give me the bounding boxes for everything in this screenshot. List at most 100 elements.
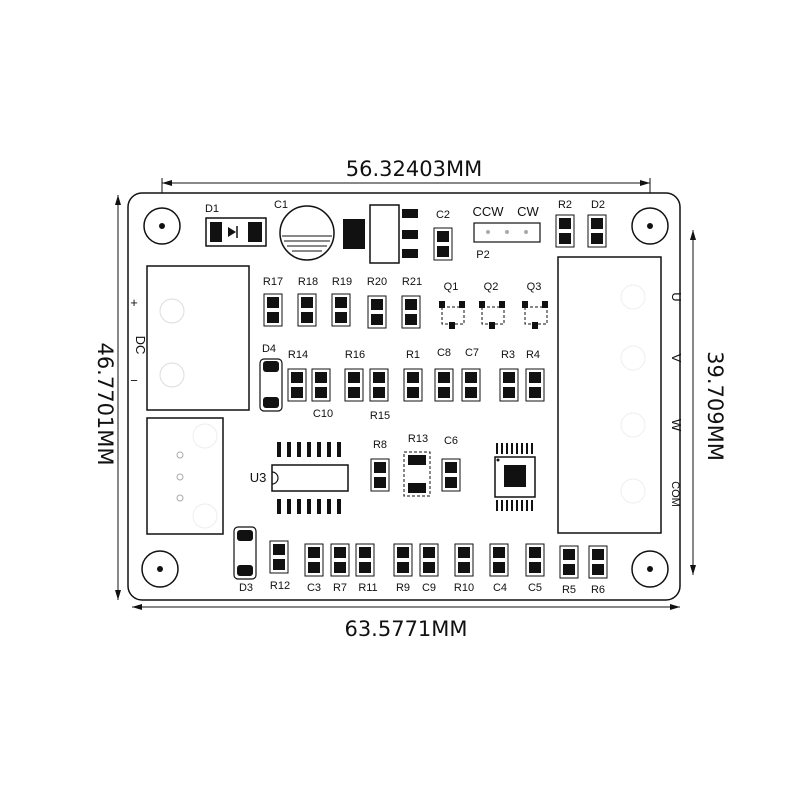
- d1-diode: D1: [205, 203, 267, 247]
- q3-label: Q3: [527, 281, 542, 293]
- p2-label: P2: [476, 249, 489, 261]
- ccw-label: CCW: [472, 204, 504, 219]
- u3-label: U3: [250, 470, 267, 485]
- q1-label: Q1: [444, 281, 459, 293]
- d1-label: D1: [205, 203, 219, 215]
- c4-label: C4: [493, 582, 507, 594]
- dc-label: DC: [133, 336, 148, 355]
- r20-label: R20: [367, 276, 387, 288]
- mounting-holes: [141, 207, 669, 588]
- r3-label: R3: [501, 349, 515, 361]
- r2-resistor: R2: [555, 199, 575, 248]
- c4-capacitor: C4: [489, 543, 509, 594]
- c3-capacitor: C3: [304, 543, 324, 594]
- bottom-dimension-label: 63.5771MM: [344, 617, 467, 641]
- smd-components: C2 R2 D2 R17 R18 R19: [263, 199, 608, 596]
- r4-resistor: R4: [525, 349, 545, 402]
- r8-resistor: R8: [370, 439, 390, 492]
- r20-resistor: R20: [367, 276, 387, 329]
- p2-header: CCW CW P2: [472, 204, 541, 261]
- r9-label: R9: [396, 582, 410, 594]
- c2-label: C2: [436, 209, 450, 221]
- c7-capacitor: C7: [461, 347, 481, 402]
- c1-capacitor: C1: [274, 199, 335, 261]
- r10-label: R10: [454, 582, 474, 594]
- dc-connector: + − DC: [130, 265, 250, 411]
- c10-label: C10: [313, 408, 333, 420]
- d2-led: D2: [587, 199, 607, 248]
- c8-capacitor: C8: [434, 347, 454, 402]
- r5-resistor: R5: [559, 545, 579, 596]
- r14-label: R14: [288, 349, 308, 361]
- r7-resistor: R7: [330, 543, 350, 594]
- left-dimension-label: 46.7701MM: [93, 342, 117, 465]
- driver-ic: [494, 443, 536, 511]
- r6-label: R6: [591, 584, 605, 596]
- r3-resistor: R3: [499, 349, 519, 402]
- r15-resistor: R15: [369, 368, 390, 422]
- r10-resistor: R10: [454, 543, 474, 594]
- r19-resistor: R19: [331, 276, 352, 327]
- r18-label: R18: [298, 276, 318, 288]
- c8-label: C8: [437, 347, 451, 359]
- r16-label: R16: [345, 349, 365, 361]
- cw-label: CW: [517, 204, 539, 219]
- q2-label: Q2: [484, 281, 499, 293]
- r13-resistor: R13: [403, 433, 431, 497]
- r9-resistor: R9: [393, 543, 413, 594]
- q2-transistor: Q2: [479, 281, 505, 329]
- pin-com-label: COM: [669, 481, 681, 507]
- r4-label: R4: [526, 349, 540, 361]
- r6-resistor: R6: [588, 545, 608, 596]
- bottom-dimension: 63.5771MM: [132, 604, 680, 641]
- r8-label: R8: [373, 439, 387, 451]
- r11-resistor: R11: [355, 543, 378, 594]
- u3-ic: U3: [250, 442, 349, 514]
- aux-connector: [146, 417, 224, 535]
- dc-minus-label: −: [130, 373, 138, 388]
- c6-label: C6: [444, 435, 458, 447]
- c9-label: C9: [422, 582, 436, 594]
- d4-label: D4: [262, 343, 276, 355]
- c1-label: C1: [274, 199, 288, 211]
- c5-capacitor: C5: [525, 543, 545, 594]
- d4-diode: D4: [259, 343, 283, 412]
- r19-label: R19: [332, 276, 352, 288]
- r16-resistor: R16: [344, 349, 365, 402]
- c7-label: C7: [465, 347, 479, 359]
- d3-diode: D3: [233, 526, 257, 594]
- pin-u-label: U: [669, 292, 684, 301]
- q1-transistor: Q1: [439, 281, 465, 329]
- r14-resistor: R14: [287, 349, 308, 402]
- right-dimension: 39.709MM: [690, 230, 727, 575]
- c3-label: C3: [307, 582, 321, 594]
- r15-label: R15: [370, 410, 390, 422]
- left-dimension: 46.7701MM: [93, 195, 121, 600]
- top-dimension-label: 56.32403MM: [346, 157, 482, 181]
- top-dimension: 56.32403MM: [161, 157, 651, 195]
- r13-label: R13: [408, 433, 428, 445]
- pin-w-label: W: [669, 419, 684, 432]
- r1-resistor: R1: [403, 349, 423, 402]
- r18-resistor: R18: [297, 276, 318, 327]
- right-dimension-label: 39.709MM: [703, 351, 727, 461]
- r21-label: R21: [402, 276, 422, 288]
- motor-connector: U V W COM: [557, 256, 684, 534]
- r2-label: R2: [558, 199, 572, 211]
- c6-capacitor: C6: [441, 435, 461, 492]
- q3-transistor: Q3: [522, 281, 548, 329]
- d3-label: D3: [239, 582, 253, 594]
- r7-label: R7: [333, 582, 347, 594]
- voltage-regulator: [343, 204, 418, 264]
- r21-resistor: R21: [401, 276, 422, 329]
- c9-capacitor: C9: [419, 543, 439, 594]
- r17-resistor: R17: [263, 276, 283, 327]
- dc-plus-label: +: [130, 295, 138, 310]
- c2-capacitor: C2: [433, 209, 453, 261]
- r12-label: R12: [270, 580, 290, 592]
- r1-label: R1: [406, 349, 420, 361]
- c10-capacitor: C10: [311, 368, 333, 420]
- r5-label: R5: [562, 584, 576, 596]
- c5-label: C5: [528, 582, 542, 594]
